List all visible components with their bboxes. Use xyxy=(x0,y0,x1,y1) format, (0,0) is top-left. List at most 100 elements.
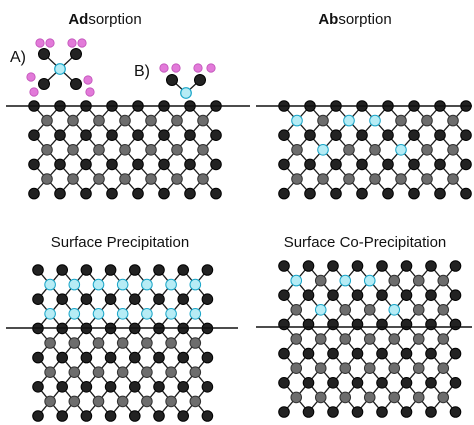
lattice-atom-dark xyxy=(56,381,69,393)
lattice-atom-dark xyxy=(104,351,117,364)
lattice-atom-grey xyxy=(197,173,209,185)
lattice-atom-dark xyxy=(177,381,189,393)
lattice-atom-dark xyxy=(177,293,189,306)
lattice-atom-grey xyxy=(437,391,450,404)
cation-atom-cyan xyxy=(339,274,352,287)
absorption-panel xyxy=(256,100,472,200)
lattice-atom-dark xyxy=(434,158,446,171)
cation-atom-cyan xyxy=(290,274,303,287)
lattice-atom-dark xyxy=(425,318,437,331)
lattice-atom-dark xyxy=(278,406,290,418)
lattice-atom-dark xyxy=(400,260,413,272)
lattice-atom-dark xyxy=(153,351,165,364)
lattice-atom-grey xyxy=(412,304,425,316)
lattice-atom-dark xyxy=(376,260,388,272)
cation-atom-cyan xyxy=(388,304,401,316)
lattice-atom-dark xyxy=(56,264,69,276)
hydrogen-atom-pink xyxy=(206,63,216,73)
lattice-atom-dark xyxy=(302,318,315,331)
adsorption-title-rest: sorption xyxy=(88,11,141,28)
lattice-atom-grey xyxy=(92,366,105,379)
oxygen-atom-dark xyxy=(70,78,82,90)
hydrogen-atom-pink xyxy=(29,87,39,97)
lattice-atom-dark xyxy=(449,406,462,418)
lattice-atom-dark xyxy=(106,129,118,141)
lattice-atom-dark xyxy=(54,158,66,171)
lattice-atom-grey xyxy=(141,337,153,349)
lattice-atoms xyxy=(278,100,472,200)
lattice-atom-dark xyxy=(327,289,339,302)
lattice-atom-grey xyxy=(119,144,131,156)
lattice-atom-dark xyxy=(400,377,413,389)
hydrogen-atom-pink xyxy=(45,38,55,48)
lattice-atom-dark xyxy=(278,187,290,200)
cation-atom-cyan xyxy=(369,114,381,127)
lattice-atom-dark xyxy=(400,289,413,302)
lattice-atom-dark xyxy=(382,158,394,171)
lattice-atom-dark xyxy=(153,381,165,393)
surface-precipitation-title: Surface Precipitation xyxy=(51,234,189,251)
lattice-atom-grey xyxy=(116,395,129,408)
lattice-atom-grey xyxy=(44,337,56,349)
cation-atom-cyan xyxy=(165,308,177,320)
lattice-atom-grey xyxy=(369,144,381,156)
lattice-atom-grey xyxy=(197,144,209,156)
lattice-atom-dark xyxy=(425,260,437,272)
lattice-atom-grey xyxy=(67,173,79,185)
lattice-atom-dark xyxy=(356,187,368,200)
lattice-atom-grey xyxy=(291,173,303,185)
lattice-atom-dark xyxy=(302,260,315,272)
lattice-atom-dark xyxy=(153,293,165,306)
lattice-atom-dark xyxy=(408,187,420,200)
lattice-atom-grey xyxy=(317,173,329,185)
lattice-atom-grey xyxy=(119,173,131,185)
lattice-atom-dark xyxy=(400,318,413,331)
oxygen-atom-dark xyxy=(194,74,206,86)
lattice-atom-grey xyxy=(92,337,105,349)
cation-atom-cyan xyxy=(363,274,376,287)
lattice-atom-dark xyxy=(449,289,462,302)
lattice-atom-dark xyxy=(425,377,437,389)
lattice-atom-grey xyxy=(388,391,401,404)
lattice-atom-grey xyxy=(437,362,450,375)
lattice-atom-grey xyxy=(165,337,177,349)
lattice-atom-grey xyxy=(447,144,459,156)
lattice-atom-grey xyxy=(363,304,376,316)
lattice-atom-grey xyxy=(141,366,153,379)
lattice-atom-grey xyxy=(412,362,425,375)
lattice-atom-grey xyxy=(339,333,352,345)
cation-atom-cyan xyxy=(395,144,407,156)
cation-atom-cyan xyxy=(314,304,327,316)
lattice-atom-dark xyxy=(460,158,472,171)
absorption-title-rest: sorption xyxy=(338,11,391,28)
lattice-atom-dark xyxy=(129,381,141,393)
lattice-atom-grey xyxy=(314,274,327,287)
lattice-atom-grey xyxy=(116,337,129,349)
lattice-atoms xyxy=(28,100,222,200)
lattice-atom-dark xyxy=(28,158,40,171)
cation-atom-cyan xyxy=(291,114,303,127)
hydrogen-atom-pink xyxy=(35,38,45,48)
lattice-atom-dark xyxy=(330,129,342,141)
surface-complex-b xyxy=(159,63,216,99)
lattice-atom-grey xyxy=(339,391,352,404)
lattice-atom-dark xyxy=(32,293,44,306)
lattice-atoms xyxy=(278,260,462,418)
lattice-atom-grey xyxy=(314,362,327,375)
central-cation-cyan xyxy=(54,63,66,75)
lattice-atom-grey xyxy=(388,274,401,287)
lattice-atom-dark xyxy=(177,351,189,364)
lattice-atom-dark xyxy=(376,377,388,389)
lattice-atom-dark xyxy=(129,351,141,364)
lattice-atom-dark xyxy=(425,347,437,360)
lattice-atom-dark xyxy=(278,377,290,389)
lattice-atom-dark xyxy=(351,289,364,302)
lattice-atom-dark xyxy=(158,187,170,200)
lattice-atom-dark xyxy=(201,410,214,422)
lattice-atom-dark xyxy=(132,158,144,171)
lattice-atom-dark xyxy=(80,158,92,171)
lattice-atom-dark xyxy=(302,406,315,418)
lattice-atom-dark xyxy=(356,129,368,141)
lattice-atom-grey xyxy=(67,114,79,127)
lattice-atom-grey xyxy=(44,395,56,408)
